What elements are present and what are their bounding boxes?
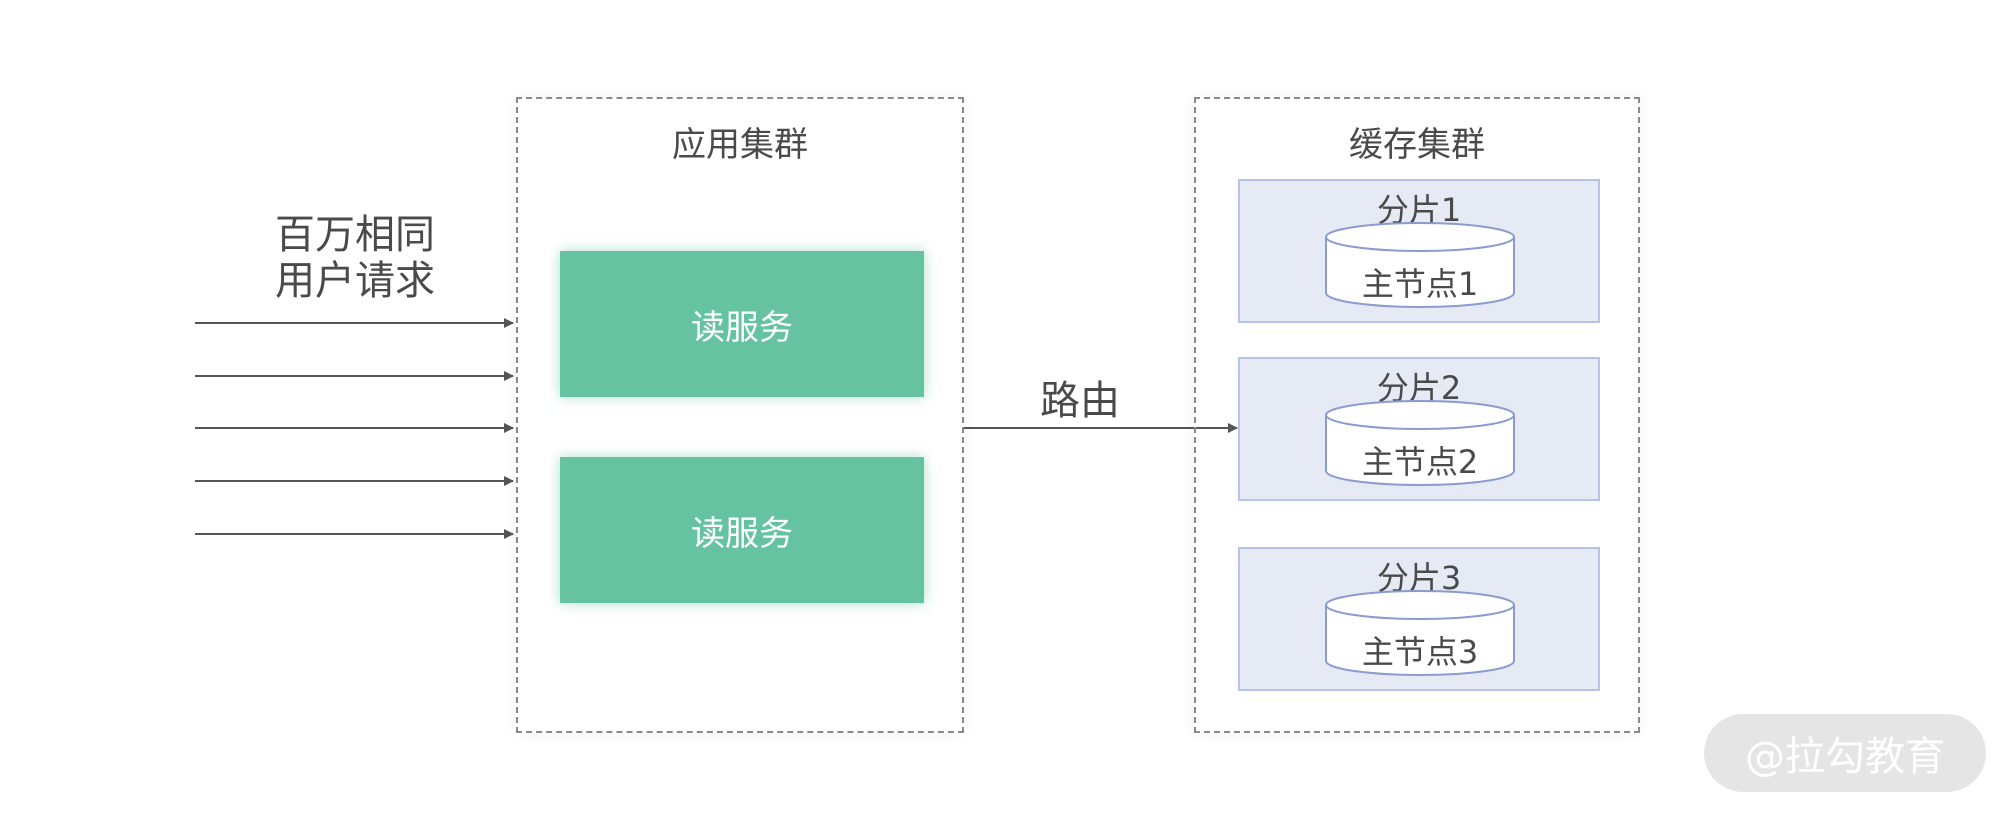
shard-1: 分片1 主节点1 [1238,179,1600,323]
cache-cluster-title: 缓存集群 [1349,125,1485,165]
shard-2-node-label: 主节点2 [1361,443,1479,481]
database-icon [1325,400,1515,486]
read-service-2-label: 读服务 [691,513,793,554]
requests-label: 百万相同 用户请求 [250,212,460,304]
read-service-2: 读服务 [560,457,924,603]
app-cluster-title: 应用集群 [672,125,808,165]
shard-3-node-label: 主节点3 [1361,633,1479,671]
requests-label-line2: 用户请求 [275,258,435,304]
shard-2: 分片2 主节点2 [1238,357,1600,501]
app-cluster: 应用集群 读服务 读服务 [516,97,964,733]
watermark: @拉勾教育 [1704,714,1986,792]
read-service-1-label: 读服务 [691,307,793,348]
read-service-1: 读服务 [560,251,924,397]
database-icon [1325,222,1515,308]
cache-cluster: 缓存集群 分片1 主节点1 分片2 主节点2 分片3 主节点3 [1194,97,1640,733]
database-icon [1325,590,1515,676]
shard-1-node-label: 主节点1 [1361,265,1479,303]
requests-label-line1: 百万相同 [275,212,435,258]
shard-3: 分片3 主节点3 [1238,547,1600,691]
watermark-text: @拉勾教育 [1745,734,1945,780]
route-label: 路由 [1040,378,1120,424]
